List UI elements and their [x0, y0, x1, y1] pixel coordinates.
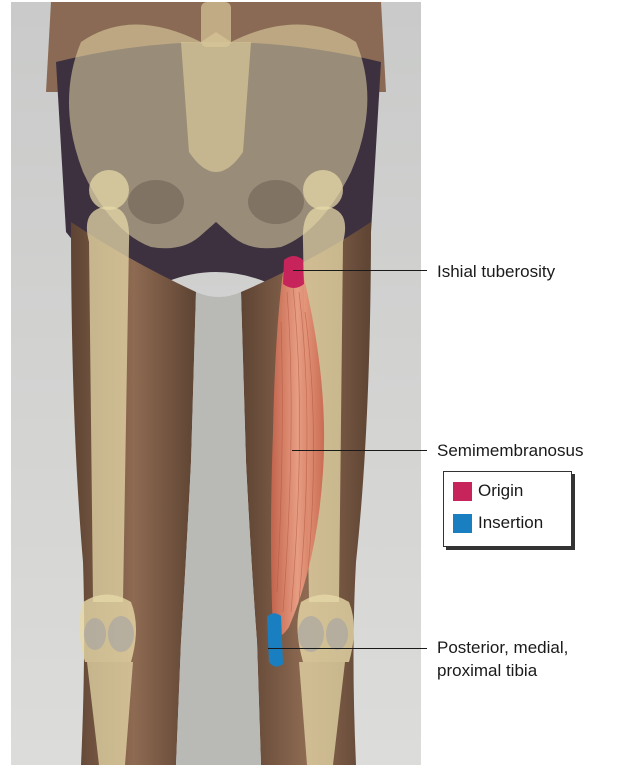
leader-line-muscle — [292, 450, 427, 451]
origin-marker — [283, 256, 304, 288]
left-condyle-medial — [108, 616, 134, 652]
obturator-right — [248, 180, 304, 224]
legend-item-origin: Origin — [453, 481, 523, 501]
label-origin-site: Ishial tuberosity — [437, 261, 555, 282]
origin-swatch — [453, 482, 472, 501]
label-insertion-line2: proximal tibia — [437, 660, 537, 681]
leader-line-insertion — [268, 648, 427, 649]
spine — [201, 2, 231, 47]
label-insertion-line1: Posterior, medial, — [437, 637, 568, 658]
legend-label-origin: Origin — [478, 481, 523, 501]
anatomy-illustration — [11, 2, 421, 765]
sacrum — [181, 42, 251, 172]
right-condyle-medial — [298, 616, 324, 652]
legend-item-insertion: Insertion — [453, 513, 543, 533]
left-femoral-head — [89, 170, 129, 210]
obturator-left — [128, 180, 184, 224]
left-condyle-lateral — [84, 618, 106, 650]
left-femur — [87, 206, 129, 602]
right-condyle-lateral — [326, 618, 348, 650]
label-muscle: Semimembranosus — [437, 440, 583, 461]
insertion-marker — [267, 613, 283, 666]
legend-label-insertion: Insertion — [478, 513, 543, 533]
leader-line-origin — [293, 270, 427, 271]
legend: Origin Insertion — [443, 471, 572, 547]
insertion-swatch — [453, 514, 472, 533]
right-femoral-head — [303, 170, 343, 210]
